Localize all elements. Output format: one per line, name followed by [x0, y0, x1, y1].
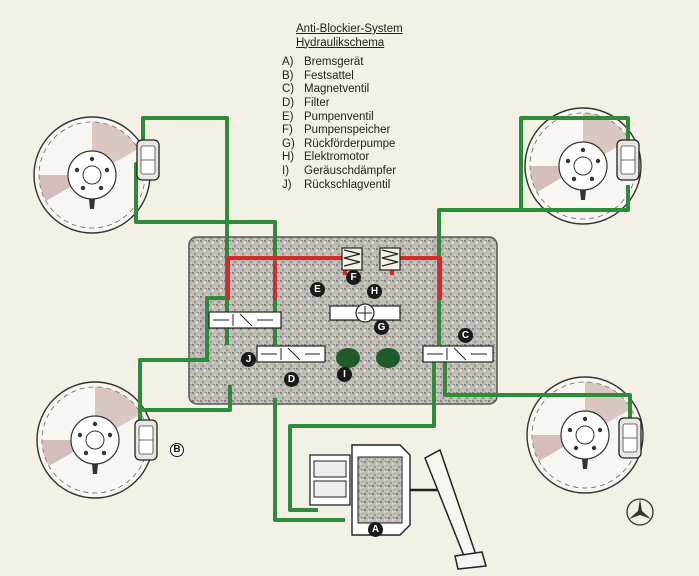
legend-item: I)Geräuschdämpfer — [282, 164, 397, 177]
valve-block-left-lower — [256, 345, 326, 363]
brake-lines — [134, 116, 632, 522]
valve-block-right — [422, 345, 494, 363]
marker-d: D — [284, 372, 299, 387]
legend-item: D)Filter — [282, 96, 330, 109]
valve-block-left-upper — [208, 311, 282, 329]
return-pump-assembly — [329, 303, 401, 323]
wheel-front-left — [33, 116, 151, 234]
brake-caliper-icon — [136, 139, 160, 181]
pump-accumulator-left — [341, 247, 363, 271]
legend-title-1: Anti-Blockier-System — [296, 23, 403, 35]
mercedes-star-icon — [626, 498, 654, 526]
legend-item: E)Pumpenventil — [282, 110, 374, 123]
marker-f: F — [346, 270, 361, 285]
pump-accumulator-right — [379, 247, 401, 271]
marker-g: G — [374, 320, 389, 335]
marker-c: C — [458, 328, 473, 343]
marker-i: I — [337, 367, 352, 382]
legend-list: A)Bremsgerät B)Festsattel C)Magnetventil… — [282, 56, 403, 192]
master-cylinder-icon — [309, 444, 440, 536]
legend-item: B)Festsattel — [282, 69, 354, 82]
legend-item: J)Rückschlagventil — [282, 178, 391, 191]
legend-item: G)Rückförderpumpe — [282, 137, 396, 150]
marker-h: H — [367, 284, 382, 299]
noise-dampers — [336, 348, 400, 368]
legend-item: A)Bremsgerät — [282, 56, 364, 69]
marker-b: B — [170, 443, 184, 457]
marker-a: A — [368, 522, 383, 537]
legend-item: F)Pumpenspeicher — [282, 124, 391, 137]
brake-pedal-icon — [424, 448, 487, 570]
legend-title-2: Hydraulikschema — [296, 36, 385, 49]
legend-item: C)Magnetventil — [282, 83, 370, 96]
marker-j: J — [241, 352, 256, 367]
marker-e: E — [310, 282, 325, 297]
legend: Anti-Blockier-System Hydraulikschema A)B… — [282, 23, 403, 192]
legend-item: H)Elektromotor — [282, 151, 370, 164]
